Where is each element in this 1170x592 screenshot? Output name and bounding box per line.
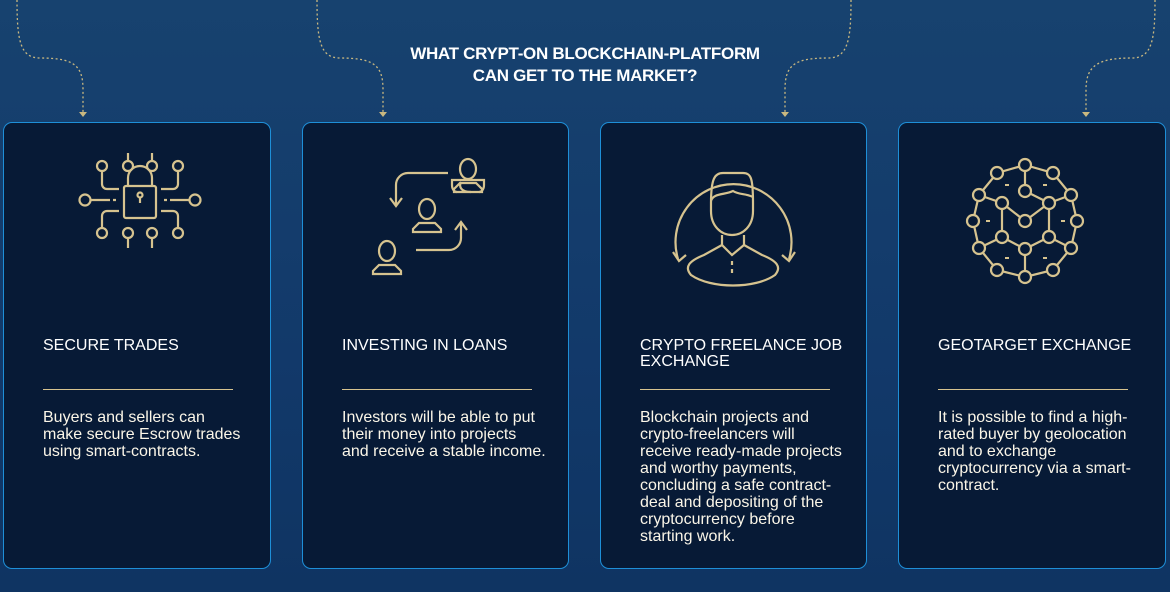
card-title: SECURE TRADES bbox=[43, 337, 179, 354]
card-description: Investors will be able to put their mone… bbox=[342, 409, 546, 460]
freelancer-person-icon bbox=[671, 171, 796, 287]
card-title: INVESTING IN LOANS bbox=[342, 337, 508, 354]
dotted-connectors bbox=[16, 0, 1156, 117]
card-secure-trades: SECURE TRADES Buyers and sellers can mak… bbox=[3, 122, 271, 569]
divider bbox=[640, 389, 830, 390]
card-description: Blockchain projects and crypto-freelance… bbox=[640, 409, 842, 545]
users-exchange-icon bbox=[371, 157, 485, 276]
card-description: Buyers and sellers can make secure Escro… bbox=[43, 409, 241, 460]
card-title: GEOTARGET EXCHANGE bbox=[938, 337, 1132, 354]
card-crypto-freelance: CRYPTO FREELANCE JOB EXCHANGE Blockchain… bbox=[600, 122, 867, 569]
card-geotarget-exchange: GEOTARGET EXCHANGE It is possible to fin… bbox=[898, 122, 1166, 569]
heading-line-2: CAN GET TO THE MARKET? bbox=[472, 66, 698, 85]
heading-line-1: WHAT CRYPT-ON BLOCKCHAIN-PLATFORM bbox=[410, 44, 760, 63]
card-title: CRYPTO FREELANCE JOB EXCHANGE bbox=[640, 337, 843, 370]
divider bbox=[938, 389, 1128, 390]
padlock-circuit-icon bbox=[78, 153, 202, 248]
network-globe-icon bbox=[965, 157, 1085, 285]
divider bbox=[342, 389, 532, 390]
card-investing-in-loans: INVESTING IN LOANS Investors will be abl… bbox=[302, 122, 569, 569]
divider bbox=[43, 389, 233, 390]
page-heading: WHAT CRYPT-ON BLOCKCHAIN-PLATFORM CAN GE… bbox=[0, 43, 1170, 87]
card-description: It is possible to find a high-rated buye… bbox=[938, 409, 1131, 494]
